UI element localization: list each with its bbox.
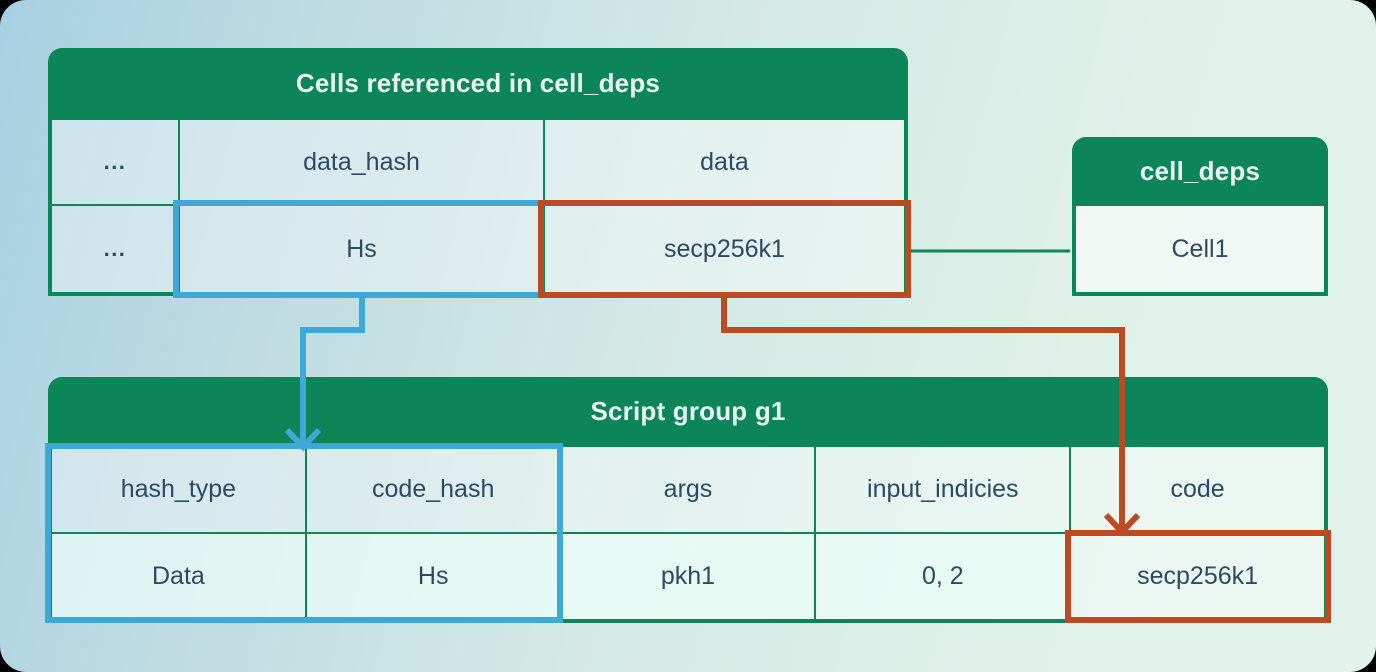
highlight-box-code-source <box>538 200 911 298</box>
script-group-row-pkh1: pkh1 <box>560 533 816 620</box>
referenced-cells-row-hs: Hs <box>179 205 544 293</box>
script-group-row-secp256k1: secp256k1 <box>1070 533 1325 620</box>
script-group-row-input-indicies: 0, 2 <box>815 533 1071 620</box>
script-group-header-input-indicies: input_indicies <box>815 446 1071 533</box>
referenced-cells-row-ellipsis: ... <box>51 205 179 293</box>
cell-deps-table-title: cell_deps <box>1072 137 1328 205</box>
referenced-cells-table-body: ... data_hash data ... Hs secp256k1 <box>48 119 908 296</box>
referenced-cells-header-data-hash: data_hash <box>179 119 544 205</box>
script-group-header-hash-type: hash_type <box>51 446 306 533</box>
referenced-cells-header-data: data <box>544 119 905 205</box>
referenced-cells-header-ellipsis: ... <box>51 119 179 205</box>
script-group-row-data: Data <box>51 533 306 620</box>
referenced-cells-table: Cells referenced in cell_deps ... data_h… <box>48 48 908 296</box>
referenced-cells-table-title: Cells referenced in cell_deps <box>48 48 908 119</box>
script-group-header-code-hash: code_hash <box>305 446 561 533</box>
script-group-table-title: Script group g1 <box>48 377 1328 446</box>
highlight-box-code-cell <box>1065 530 1331 623</box>
highlight-box-code-hash-source <box>173 200 544 298</box>
highlight-box-hash-type-code-hash-columns <box>45 443 563 623</box>
script-group-header-code: code <box>1070 446 1325 533</box>
cell-deps-row-cell1: Cell1 <box>1075 205 1325 293</box>
script-group-header-args: args <box>560 446 816 533</box>
cell-deps-table: cell_deps Cell1 <box>1072 137 1328 296</box>
cell-deps-table-body: Cell1 <box>1072 205 1328 296</box>
